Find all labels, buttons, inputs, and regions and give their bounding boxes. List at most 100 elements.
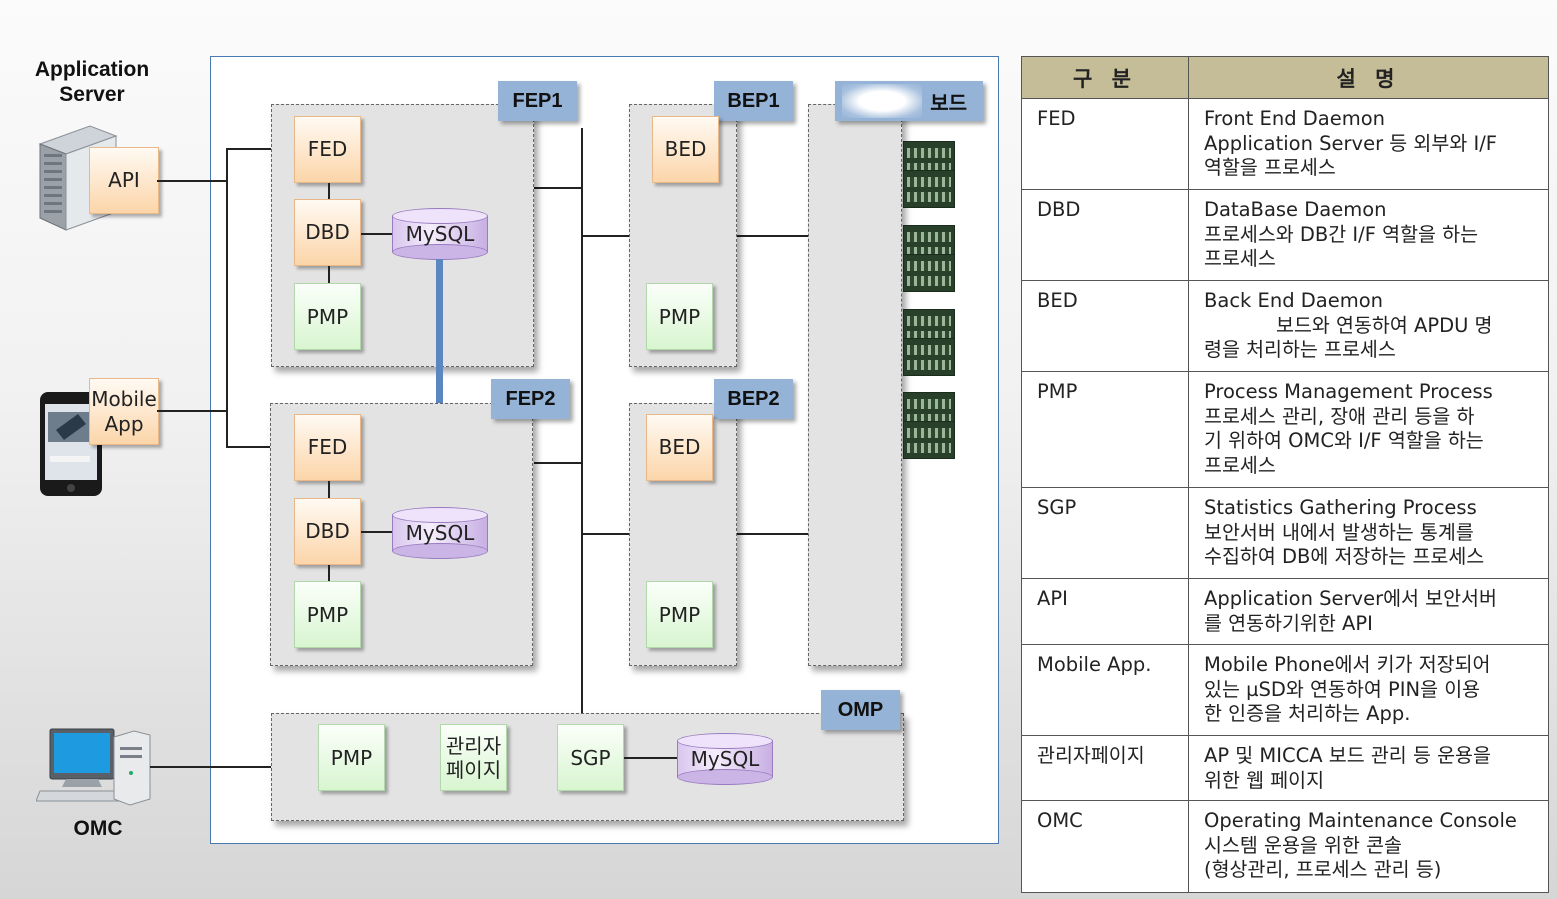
description-line: 한 인증을 처리하는 App.: [1204, 702, 1411, 725]
fep2-fed-box: FED: [294, 414, 361, 481]
description-line: 역할을 프로세스: [1204, 156, 1336, 179]
description-line: (형상관리, 프로세스 관리 등): [1204, 858, 1442, 881]
component-description-table: 구 분 설 명 FED Front End Daemon Application…: [1021, 56, 1549, 893]
description-line: 시스템 운용을 위한 콘솔: [1204, 833, 1402, 857]
bep2-pmp-box: PMP: [646, 581, 713, 648]
description-line: Mobile Phone에서 키가 저장되어: [1204, 653, 1491, 676]
connector: [737, 235, 809, 237]
fep1-pmp-box: PMP: [294, 283, 361, 350]
connector: [328, 266, 330, 283]
description-line: AP 및 MICCA 보드 관리 등 운용을: [1204, 744, 1491, 767]
fep1-fed-box: FED: [294, 116, 361, 183]
term-cell: SGP: [1021, 487, 1189, 579]
connector: [534, 462, 582, 464]
omp-tag: OMP: [821, 690, 900, 730]
mysql-label: MySQL: [405, 521, 475, 545]
db-replication-link: [436, 259, 443, 509]
omp-pmp-box: PMP: [318, 724, 385, 791]
mobile-app-box: Mobile App: [89, 378, 159, 445]
description-line: 위한 웹 페이지: [1204, 768, 1325, 792]
app-server-label-line2: Server: [59, 83, 125, 106]
table-row: PMP Process Management Process 프로세스 관리, …: [1021, 371, 1549, 488]
mysql-label: MySQL: [690, 747, 760, 771]
bep1-pmp-box: PMP: [646, 283, 713, 350]
bep2-bed-box: BED: [646, 414, 713, 481]
term-cell: OMC: [1021, 800, 1189, 893]
description-cell: AP 및 MICCA 보드 관리 등 운용을 위한 웹 페이지: [1188, 735, 1549, 801]
redacted-mark: [842, 84, 922, 118]
mobile-app-label-line2: App: [104, 411, 144, 436]
connector: [328, 481, 330, 498]
description-line: 보안서버 내에서 발생하는 통계를: [1204, 520, 1474, 544]
connector: [581, 533, 630, 535]
connector: [361, 233, 393, 235]
mysql-label: MySQL: [405, 222, 475, 246]
description-line: Statistics Gathering Process: [1204, 496, 1477, 519]
description-cell: DataBase Daemon 프로세스와 DB간 I/F 역할을 하는 프로세…: [1188, 189, 1549, 281]
table-header-row: 구 분 설 명: [1021, 56, 1549, 99]
description-line: 령을 처리하는 프로세스: [1204, 338, 1396, 361]
table-row: FED Front End Daemon Application Server …: [1021, 98, 1549, 190]
description-line: 를 연동하기위한 API: [1204, 611, 1373, 635]
description-line: Process Management Process: [1204, 380, 1493, 403]
bep1-bed-box: BED: [652, 116, 719, 183]
term-cell: FED: [1021, 98, 1189, 190]
board-card: [903, 254, 955, 292]
table-row: OMC Operating Maintenance Console 시스템 운용…: [1021, 800, 1549, 893]
admin-page-box: 관리자 페이지: [440, 724, 507, 791]
connector: [157, 410, 227, 412]
table-row: SGP Statistics Gathering Process 보안서버 내에…: [1021, 487, 1549, 579]
description-cell: Front End Daemon Application Server 등 외부…: [1188, 98, 1549, 190]
description-line: Operating Maintenance Console: [1204, 809, 1517, 832]
board-card: [903, 338, 955, 376]
app-server-label-line1: Application: [34, 58, 150, 81]
connector: [581, 235, 630, 237]
description-cell: Mobile Phone에서 키가 저장되어 있는 µSD와 연동하여 PIN을…: [1188, 644, 1549, 736]
description-line: DataBase Daemon: [1204, 198, 1387, 221]
table-row: DBD DataBase Daemon 프로세스와 DB간 I/F 역할을 하는…: [1021, 189, 1549, 281]
bep2-tag: BEP2: [714, 379, 793, 419]
connector: [624, 757, 678, 759]
description-cell: Statistics Gathering Process 보안서버 내에서 발생…: [1188, 487, 1549, 579]
description-line: 프로세스: [1204, 453, 1276, 477]
description-line: 프로세스와 DB간 I/F 역할을 하는: [1204, 222, 1479, 246]
description-line: 수집하여 DB에 저장하는 프로세스: [1204, 545, 1485, 568]
term-cell: PMP: [1021, 371, 1189, 488]
fep2-tag: FEP2: [491, 379, 570, 419]
description-line-text: 보드와 연동하여 APDU 명: [1276, 313, 1493, 337]
connector: [328, 183, 330, 199]
description-line: Application Server에서 보안서버: [1204, 587, 1497, 610]
table-row: 관리자페이지 AP 및 MICCA 보드 관리 등 운용을 위한 웹 페이지: [1021, 735, 1549, 801]
term-cell: API: [1021, 578, 1189, 645]
fep1-tag: FEP1: [498, 81, 577, 121]
mobile-app-label-line1: Mobile: [91, 386, 157, 411]
description-line: 보드와 연동하여 APDU 명: [1204, 314, 1542, 339]
redacted-mark: [1196, 314, 1276, 336]
term-cell: Mobile App.: [1021, 644, 1189, 736]
header-description: 설 명: [1188, 56, 1549, 99]
connector: [226, 148, 294, 150]
table-row: Mobile App. Mobile Phone에서 키가 저장되어 있는 µS…: [1021, 644, 1549, 736]
application-server-label: Application Server: [22, 57, 162, 107]
board-card: [903, 421, 955, 459]
term-cell: 관리자페이지: [1021, 735, 1189, 801]
sgp-box: SGP: [557, 724, 624, 791]
term-cell: DBD: [1021, 189, 1189, 281]
term-cell: BED: [1021, 280, 1189, 372]
bep1-tag: BEP1: [714, 81, 793, 121]
description-line: Front End Daemon: [1204, 107, 1386, 130]
omp-mysql-db: MySQL: [677, 733, 773, 785]
omc-computer-icon: [35, 727, 154, 807]
omc-label: OMC: [73, 817, 123, 840]
api-label: API: [108, 168, 140, 192]
description-line: 있는 µSD와 연동하여 PIN을 이용: [1204, 677, 1481, 701]
backbone-line: [581, 128, 583, 714]
fep1-dbd-box: DBD: [294, 199, 361, 266]
connector: [737, 533, 809, 535]
connector: [150, 766, 272, 768]
header-category: 구 분: [1021, 56, 1189, 99]
admin-page-label-line1: 관리자: [445, 733, 502, 758]
admin-page-label-line2: 페이지: [445, 757, 502, 782]
description-line: 기 위하여 OMC와 I/F 역할을 하는: [1204, 429, 1484, 452]
connector: [534, 187, 582, 189]
